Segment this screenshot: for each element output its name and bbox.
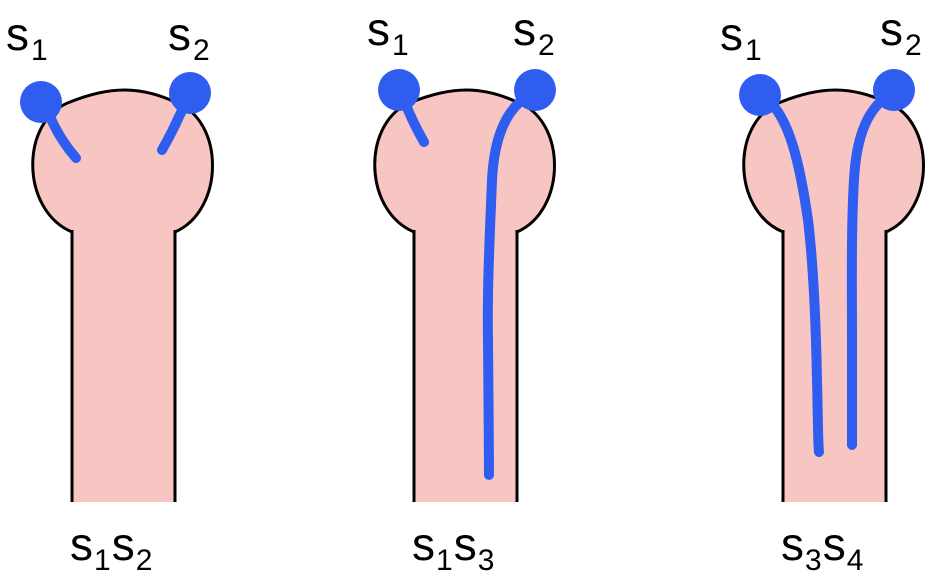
genotype-label: s3s4 (781, 518, 863, 577)
panel-3: s1 s2 s3s4 (720, 3, 924, 577)
grain-label: s2 (880, 3, 922, 62)
pistil-1 (33, 90, 213, 502)
panel-2: s1 s2 s1s3 (367, 3, 556, 577)
pollen-grain (169, 72, 211, 114)
pollen-grain (378, 69, 420, 111)
genotype-label: s1s3 (412, 518, 494, 577)
grain-label: s2 (168, 8, 210, 67)
pollen-grain (514, 69, 556, 111)
grain-label: s1 (367, 3, 409, 62)
genotype-label: s1s2 (70, 518, 152, 577)
grain-label: s1 (6, 8, 48, 67)
pollen-grain (873, 69, 915, 111)
pollen-grain (20, 81, 62, 123)
grain-label: s1 (720, 8, 762, 67)
panel-1: s1 s2 s1s2 (6, 8, 213, 577)
pollen-grain (739, 74, 781, 116)
pistil-2 (375, 90, 555, 502)
pistil-3 (744, 90, 924, 502)
grain-label: s2 (513, 3, 555, 62)
